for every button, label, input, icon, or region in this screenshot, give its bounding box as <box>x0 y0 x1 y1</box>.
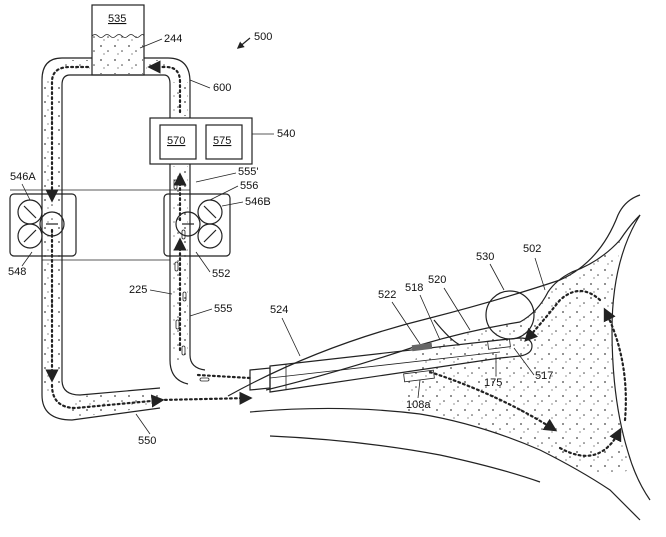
uterus-anatomy <box>227 194 651 521</box>
scope-instrument <box>249 319 533 393</box>
label-left-housing: 548 <box>8 266 26 278</box>
label-distal-window: 517 <box>535 370 553 382</box>
label-debris: 225 <box>129 284 147 296</box>
label-pump-roller: 556 <box>240 180 258 192</box>
label-outflow-line: 550 <box>138 435 156 447</box>
label-module-b: 575 <box>213 135 231 147</box>
label-pump-left: 546A <box>10 171 36 183</box>
label-reservoir-fluid: 244 <box>164 33 182 45</box>
label-scope-body: 524 <box>270 304 288 316</box>
figure-number: 500 <box>254 31 272 43</box>
label-inflow-line: 555 <box>214 303 232 315</box>
label-channel: 518 <box>405 282 423 294</box>
label-module-a: 570 <box>167 135 185 147</box>
label-uterine-cavity: 502 <box>523 243 541 255</box>
pump-right <box>163 193 231 257</box>
label-inflow-line-prime: 555' <box>238 166 258 178</box>
reservoir <box>91 4 145 76</box>
label-reservoir: 535 <box>108 13 126 25</box>
label-target-tissue: 530 <box>476 251 494 263</box>
label-controller: 540 <box>277 128 295 140</box>
label-scope-sheath: 522 <box>378 289 396 301</box>
label-right-housing: 552 <box>212 268 230 280</box>
controller <box>149 117 253 165</box>
label-tip: 520 <box>428 274 446 286</box>
label-cutter: 175 <box>484 377 502 389</box>
label-outflow-port: 108a <box>406 399 431 411</box>
label-tubing: 600 <box>213 82 231 94</box>
pump-left <box>9 193 77 257</box>
tubing-loop <box>10 57 253 421</box>
label-pump-right: 546B <box>245 196 271 208</box>
